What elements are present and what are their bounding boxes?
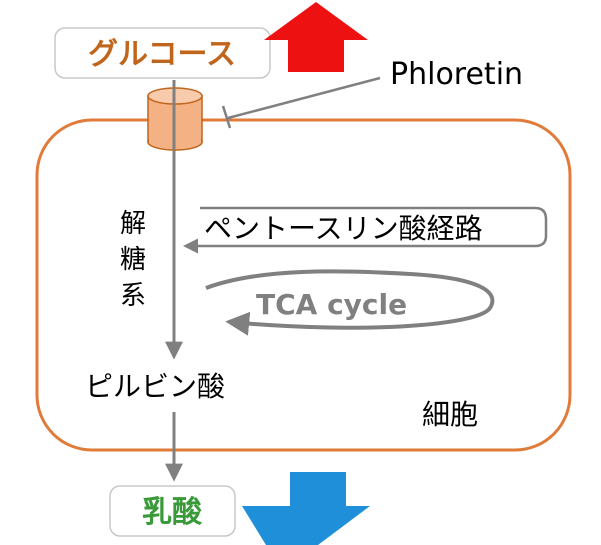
lactate-decrease-arrow — [242, 472, 370, 545]
glucose-label: グルコース — [88, 37, 236, 72]
pyruvate-label: ピルビン酸 — [85, 370, 225, 403]
lactate-label: 乳酸 — [142, 495, 203, 530]
phloretin-inhibition-line — [227, 76, 381, 120]
lactate-box — [109, 485, 236, 537]
pentose-phosphate-label: ペントースリン酸経路 — [204, 212, 483, 245]
pentose-phosphate-bracket — [183, 206, 548, 254]
glucose-box — [54, 27, 271, 79]
phloretin-label: Phloretin — [390, 57, 523, 92]
glycolysis-label-1: 解 — [120, 209, 146, 239]
glycolysis-label-3: 系 — [120, 281, 146, 311]
tca-cycle-loop — [205, 269, 495, 336]
tca-cycle-label: TCA cycle — [256, 288, 407, 321]
cell-membrane — [35, 118, 572, 452]
glucose-transporter — [147, 87, 203, 151]
phloretin-inhibition-bar — [221, 105, 232, 129]
cell-label: 細胞 — [422, 398, 478, 431]
glucose-increase-arrow — [264, 2, 368, 72]
glycolysis-label-2: 糖 — [120, 245, 146, 275]
